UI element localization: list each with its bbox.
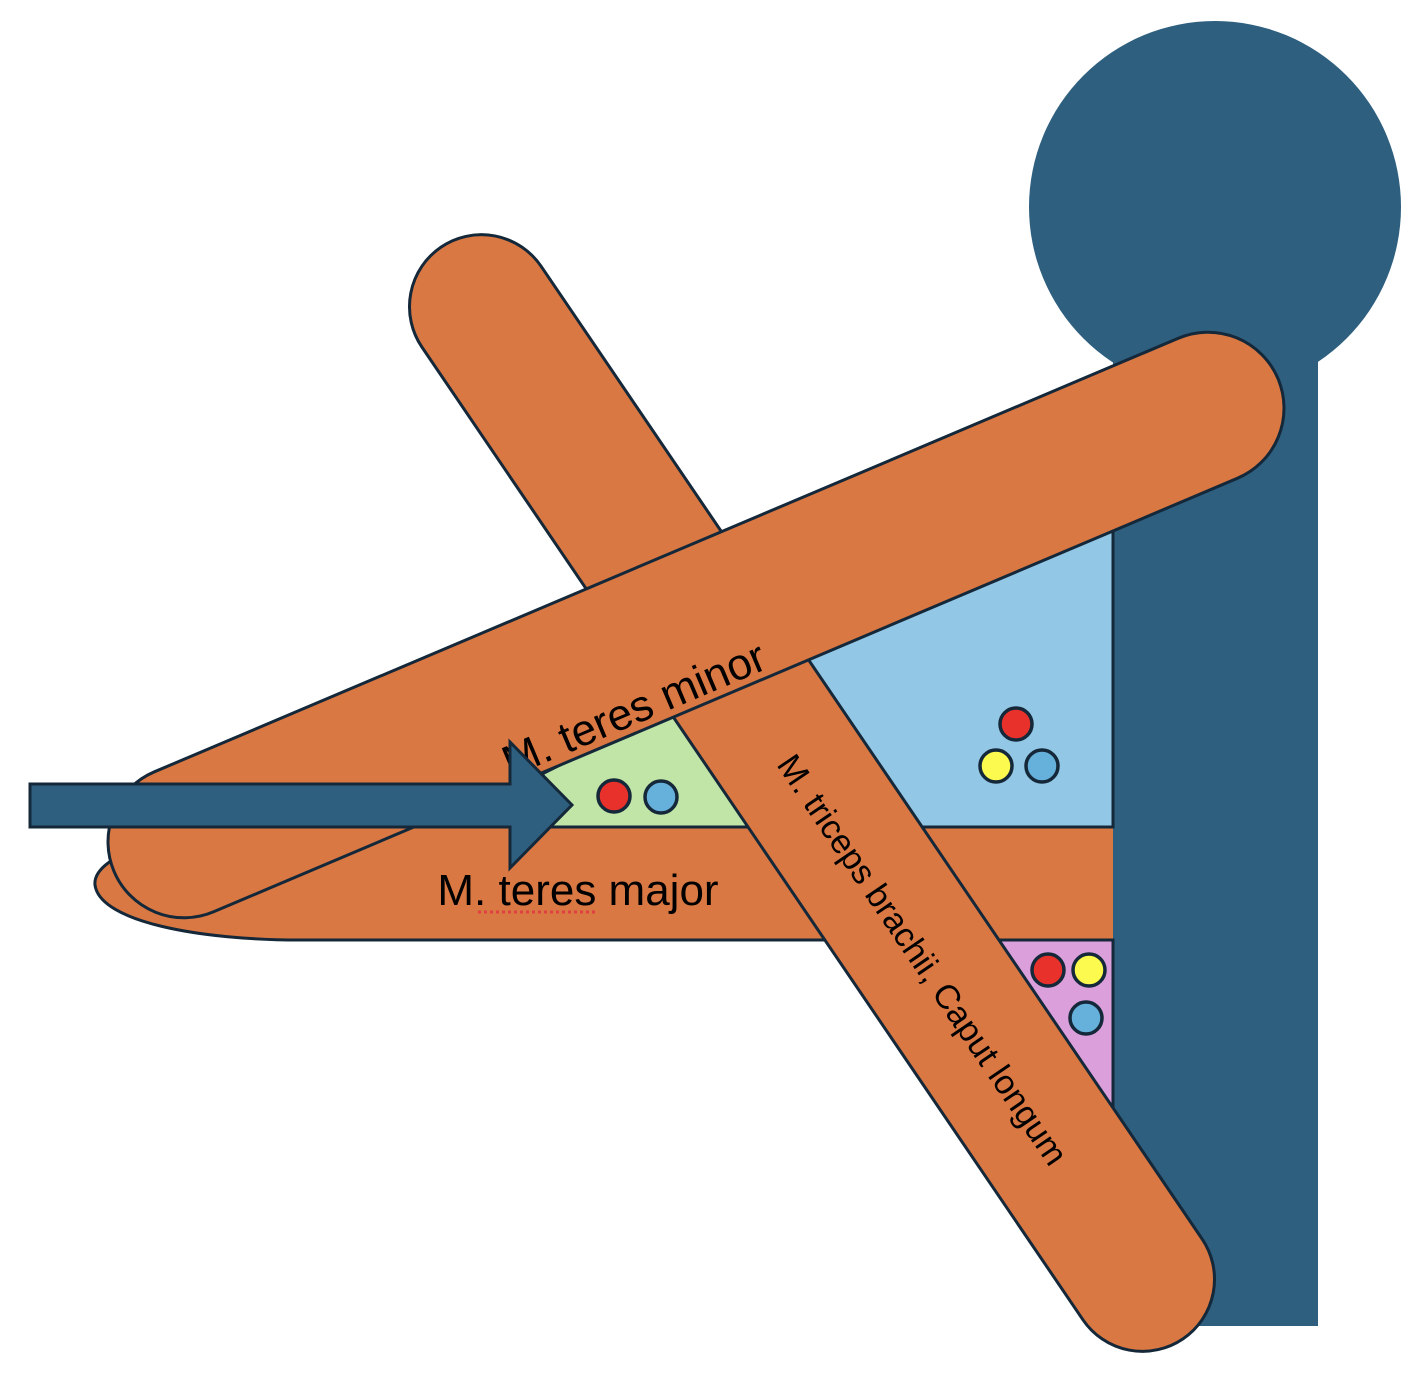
red-dot [1030, 952, 1066, 988]
arrow-right-icon [28, 738, 575, 872]
red-dot [998, 706, 1034, 742]
blue-dot [1024, 748, 1060, 784]
teres-major-label: M. teres major [437, 866, 718, 915]
red-dot [596, 778, 632, 814]
blue-dot [643, 779, 679, 815]
humerus-head [1029, 21, 1401, 393]
blue-dot [1068, 1000, 1104, 1036]
vessel-dots [596, 706, 1107, 1036]
yellow-dot [978, 748, 1014, 784]
yellow-dot [1071, 952, 1107, 988]
